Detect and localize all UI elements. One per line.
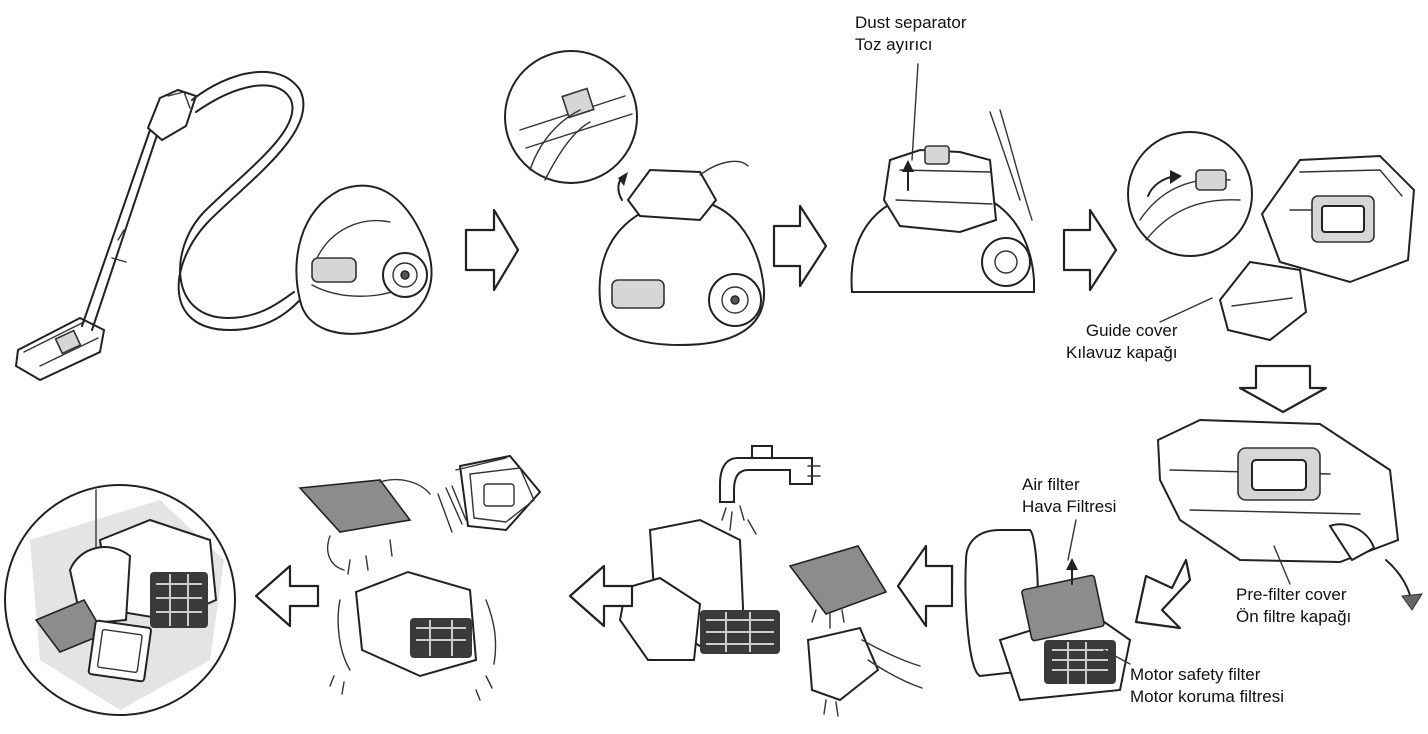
flow-arrow-3	[1062, 208, 1118, 292]
flow-arrow-4	[1134, 558, 1192, 630]
step8-shake-dry-filters	[298, 454, 542, 701]
dust-separator-label-tr: Toz ayırıcı	[855, 35, 933, 54]
flow-arrow-down	[1238, 364, 1328, 414]
guide-cover-label: Guide cover Kılavuz kapağı	[1066, 320, 1178, 364]
flow-arrow-6	[568, 564, 634, 628]
step6-air-and-motor-filters	[964, 519, 1132, 702]
tap-icon	[719, 445, 821, 503]
air-filter-label: Air filter Hava Filtresi	[1022, 474, 1116, 518]
step4-guide-cover	[1127, 131, 1416, 342]
step2-open-lid	[504, 50, 766, 347]
wet-air-filter	[788, 545, 888, 615]
pre-filter-cover-label: Pre-filter cover Ön filtre kapağı	[1236, 584, 1351, 628]
flow-arrow-2	[772, 204, 828, 288]
guide-cover-label-en: Guide cover	[1085, 321, 1178, 340]
squeezed-air-filter	[298, 479, 412, 533]
dust-separator-label: Dust separator Toz ayırıcı	[855, 12, 967, 56]
motor-safety-filter-label-tr: Motor koruma filtresi	[1130, 687, 1284, 706]
motor-safety-filter-grille	[1044, 640, 1116, 684]
air-filter-label-tr: Hava Filtresi	[1022, 497, 1117, 516]
dust-separator-label-en: Dust separator	[855, 13, 967, 32]
pre-filter-cover-label-en: Pre-filter cover	[1236, 585, 1347, 604]
step3-remove-dust-separator	[850, 63, 1035, 293]
flow-arrow-1	[464, 208, 520, 292]
motor-safety-filter-label: Motor safety filter Motor koruma filtres…	[1130, 664, 1284, 708]
guide-cover-label-tr: Kılavuz kapağı	[1066, 343, 1178, 362]
step9-reassembled	[4, 484, 236, 716]
step1-vacuum-cleaner	[14, 70, 433, 382]
air-filter-label-en: Air filter	[1022, 475, 1080, 494]
motor-safety-filter-label-en: Motor safety filter	[1130, 665, 1261, 684]
air-filter-pad	[1021, 574, 1105, 642]
step5-pre-filter-cover	[1156, 418, 1423, 611]
flow-arrow-7	[254, 564, 320, 628]
step7-wash-filters	[618, 445, 923, 717]
pre-filter-cover-label-tr: Ön filtre kapağı	[1236, 607, 1352, 626]
